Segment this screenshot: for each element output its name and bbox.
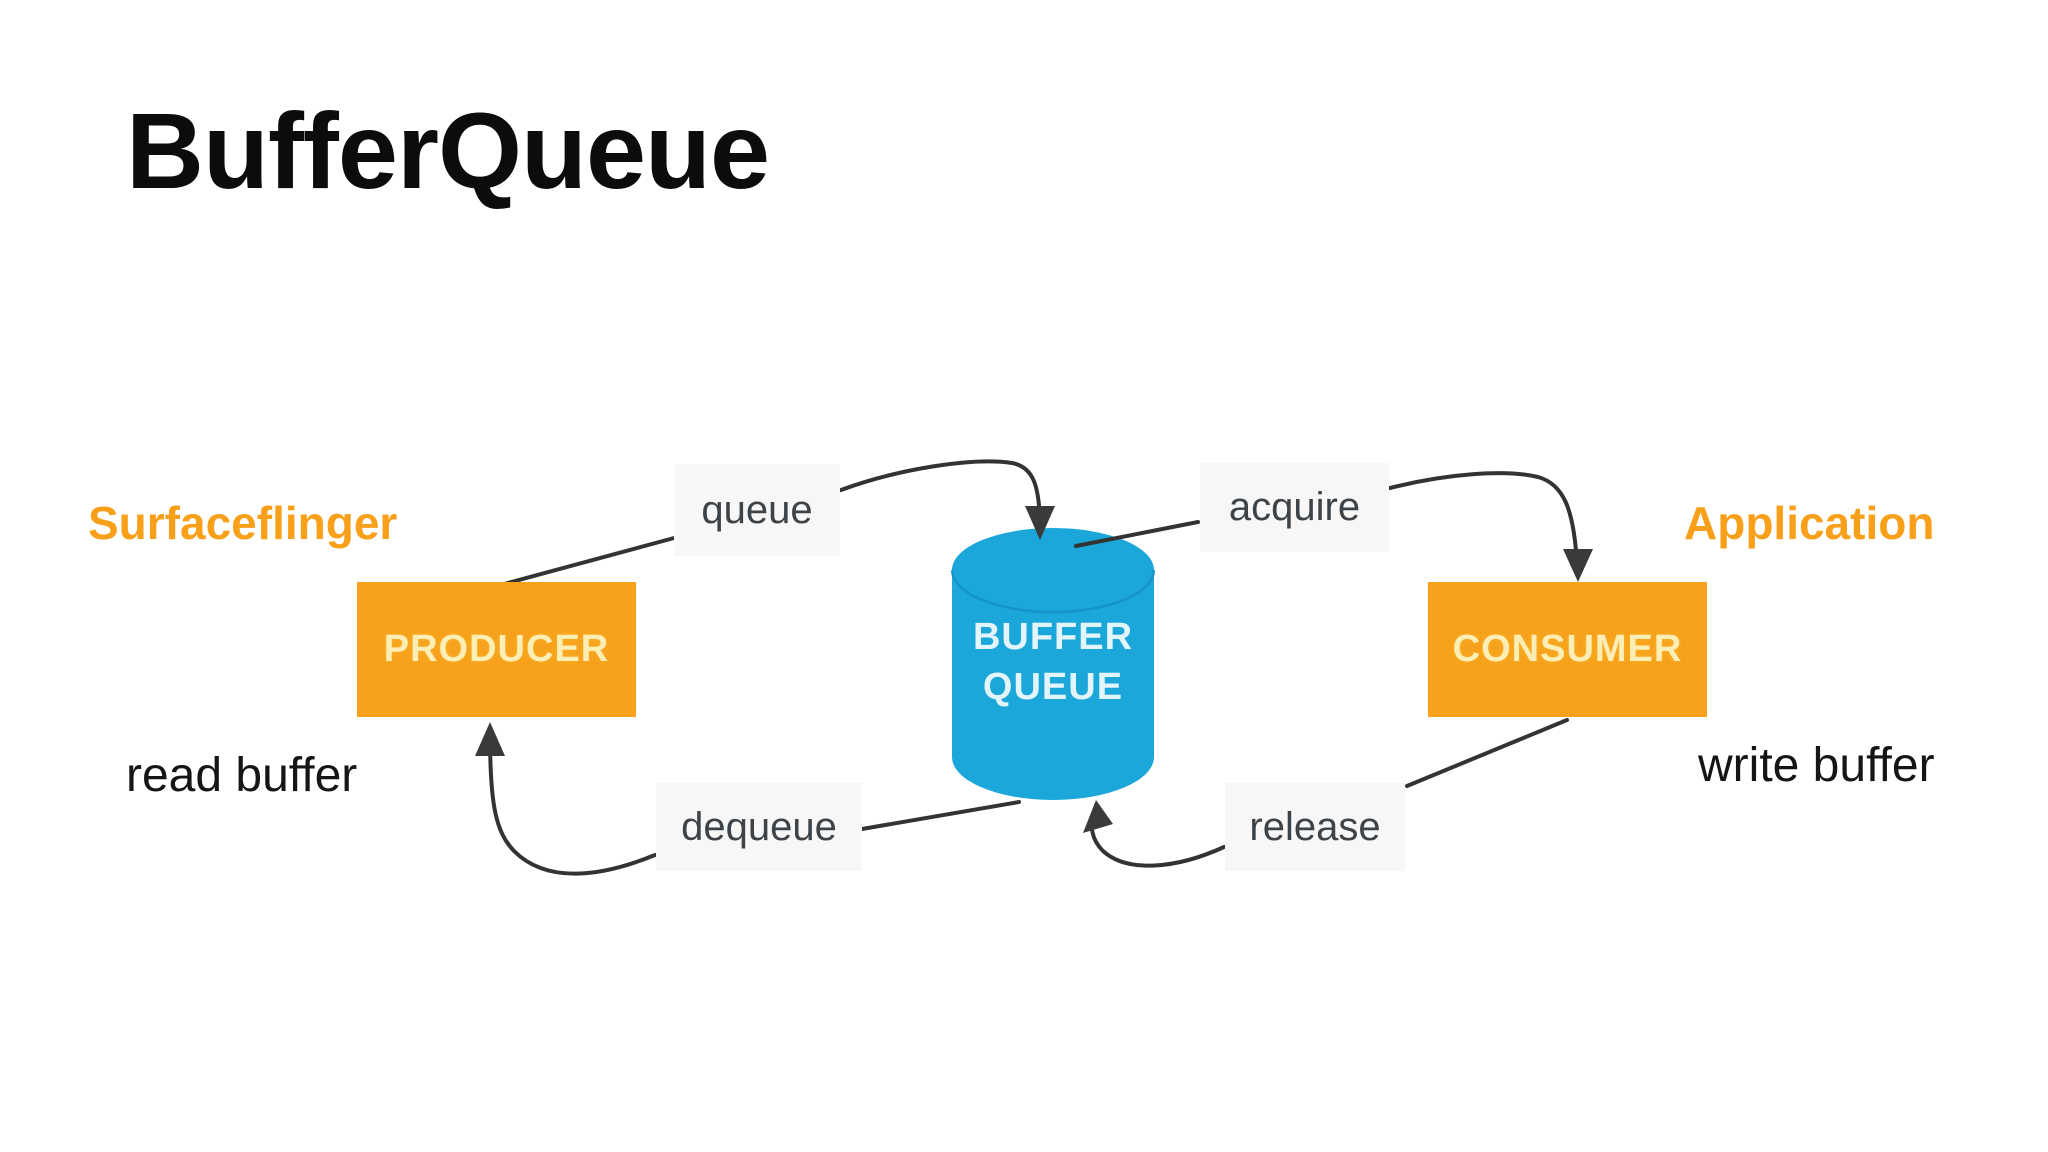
cylinder-body [952,570,1154,800]
connector-producer-to-queue [491,536,676,589]
buffer-queue-label-line1: BUFFER [972,616,1134,658]
connector-cylinder-to-dequeue [860,800,1021,831]
buffer-queue-cylinder [950,528,1156,800]
release-arrowhead [1083,800,1113,833]
producer-node-label: PRODUCER [383,628,610,670]
edge-label-release: release [1225,783,1405,871]
producer-node: PRODUCER [357,582,636,717]
connector-consumer-to-release [1405,718,1569,788]
queue-arrowhead [1025,506,1055,540]
surfaceflinger-label: Surfaceflinger [88,497,398,549]
acquire-arrowhead [1563,549,1593,582]
dequeue-arrowhead [475,722,505,756]
queue-arrow-line [839,459,1042,524]
write-buffer-text: write buffer [1698,739,1935,792]
page-title: BufferQueue [126,90,770,211]
edge-label-dequeue: dequeue [656,783,862,871]
cylinder-seam [950,569,1156,614]
application-label: Application [1684,497,1935,549]
release-arrow-line [1089,810,1226,868]
edge-label-queue: queue [674,464,840,556]
acquire-arrow-line [1388,471,1579,567]
cylinder-top [952,528,1154,612]
connector-cylinder-to-acquire [1074,520,1200,548]
consumer-node-label: CONSUMER [1452,628,1683,670]
buffer-queue-label-line2: QUEUE [982,666,1124,709]
edge-label-acquire: acquire [1200,463,1389,552]
consumer-node: CONSUMER [1428,582,1707,717]
buffer-queue-node-label: BUFFER QUEUE [951,612,1155,712]
read-buffer-text: read buffer [126,749,358,802]
dequeue-arrow-line [488,732,657,876]
